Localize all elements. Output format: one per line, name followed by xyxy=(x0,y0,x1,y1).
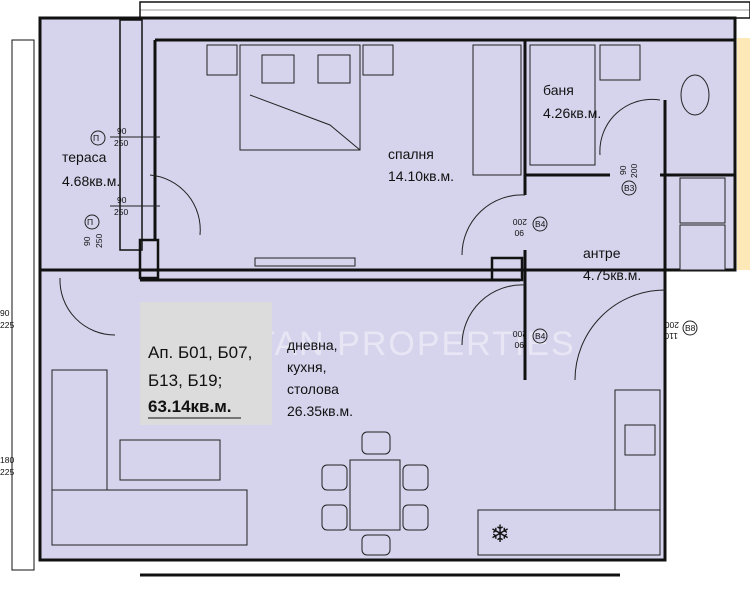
svg-text:90: 90 xyxy=(514,228,524,238)
bedroom-name: спалня xyxy=(388,146,434,162)
bedroom-area: 14.10кв.м. xyxy=(388,168,454,184)
living-name-2: кухня, xyxy=(287,359,326,375)
tv-stand xyxy=(254,257,356,267)
door-swings xyxy=(59,98,666,381)
shower xyxy=(529,44,596,166)
svg-text:В8: В8 xyxy=(685,323,696,333)
svg-text:200: 200 xyxy=(665,320,679,330)
svg-text:90: 90 xyxy=(82,236,92,246)
svg-text:110: 110 xyxy=(664,331,678,341)
apartment-numbers-line2: Б13, Б19; xyxy=(148,371,222,390)
svg-text:180: 180 xyxy=(0,455,14,465)
apartment-total-area: 63.14кв.м. xyxy=(148,397,232,416)
svg-text:П: П xyxy=(87,217,93,227)
svg-text:200: 200 xyxy=(513,217,527,227)
bathroom-area: 4.26кв.м. xyxy=(543,105,601,121)
svg-text:200: 200 xyxy=(629,164,639,178)
svg-text:П: П xyxy=(93,133,99,143)
apartment-numbers-line1: Ап. Б01, Б07, xyxy=(148,343,252,362)
toilet xyxy=(680,74,710,116)
bed xyxy=(206,44,394,151)
svg-text:250: 250 xyxy=(114,138,128,148)
living-name-3: столова xyxy=(287,381,339,397)
kitchen-counter xyxy=(477,389,661,556)
sofa xyxy=(51,369,248,546)
svg-text:90: 90 xyxy=(618,165,628,175)
watermark: TITAN PROPERTIES xyxy=(220,325,576,363)
top-railing xyxy=(139,1,750,19)
hall-closet xyxy=(679,177,726,271)
terrace-name: тераса xyxy=(62,149,107,165)
hall-area: 4.75кв.м. xyxy=(583,267,641,283)
terrace-railing xyxy=(11,19,143,571)
living-area: 26.35кв.м. xyxy=(287,403,353,419)
sink xyxy=(599,44,641,81)
svg-text:В3: В3 xyxy=(624,183,635,193)
dining-table xyxy=(321,431,429,556)
svg-text:200: 200 xyxy=(513,329,527,339)
terrace-area: 4.68кв.м. xyxy=(62,173,120,189)
svg-text:90: 90 xyxy=(0,308,10,318)
apartment-label-box xyxy=(140,302,272,425)
svg-text:225: 225 xyxy=(0,320,14,330)
svg-text:225: 225 xyxy=(0,467,14,477)
svg-text:90: 90 xyxy=(514,340,524,350)
svg-text:90: 90 xyxy=(117,126,127,136)
coffee-table xyxy=(119,439,221,481)
wardrobe xyxy=(472,44,522,176)
svg-text:В4: В4 xyxy=(535,219,546,229)
svg-text:250: 250 xyxy=(114,207,128,217)
hall-name: антре xyxy=(583,245,621,261)
neighbor-strip xyxy=(737,38,750,270)
svg-text:В4: В4 xyxy=(535,331,546,341)
dimension-labels: П 90 250 90 250 П 90 250 90 225 180 225 … xyxy=(0,126,698,477)
living-name-1: дневна, xyxy=(287,337,338,353)
walls xyxy=(38,16,737,577)
svg-text:250: 250 xyxy=(94,234,104,248)
svg-text:90: 90 xyxy=(117,195,127,205)
fridge-snowflake-icon: ❄ xyxy=(490,521,510,548)
bathroom-name: баня xyxy=(543,82,574,98)
